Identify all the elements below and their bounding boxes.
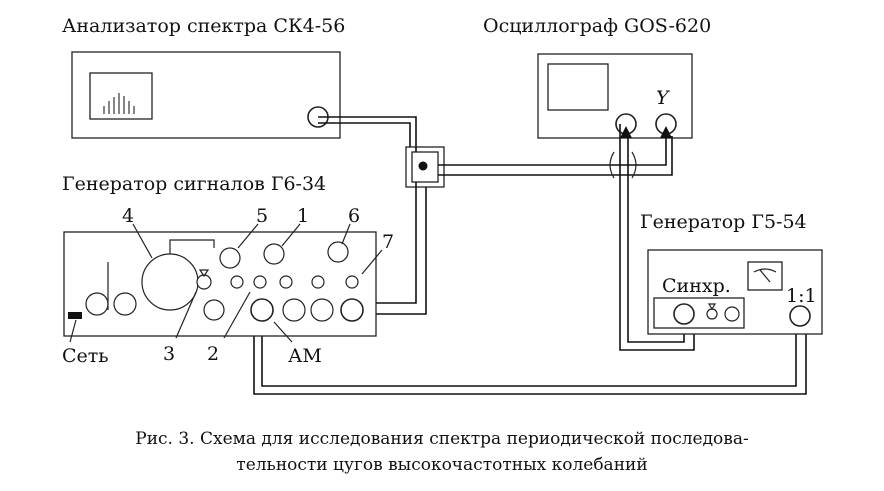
- leader-4: [132, 223, 153, 259]
- label-2: 2: [207, 343, 219, 365]
- analyzer-label: Анализатор спектра СК4-56: [62, 15, 345, 37]
- leader-am: [273, 321, 293, 343]
- label-4: 4: [122, 205, 134, 227]
- arrow-osc-y: [660, 126, 672, 138]
- g5-meter-needle: [759, 269, 771, 283]
- g6-jack-c[interactable]: [310, 298, 334, 322]
- cable-t-to-osc-y: [438, 134, 667, 166]
- leader-5: [237, 223, 259, 249]
- g5-label: Генератор Г5-54: [640, 211, 807, 233]
- label-5: 5: [256, 205, 268, 227]
- g6-label: Генератор сигналов Г6-34: [62, 173, 326, 195]
- cable-analyzer-to-t: [318, 116, 417, 152]
- g6-dial-bracket: [169, 239, 215, 254]
- g6-knob-a[interactable]: [85, 292, 109, 316]
- arrow-osc-ext: [620, 126, 632, 138]
- g5-sync-jack[interactable]: [673, 303, 695, 325]
- am-label: АМ: [288, 345, 322, 367]
- g6-toggle[interactable]: [196, 274, 212, 290]
- g5-output-jack[interactable]: [789, 305, 811, 327]
- g6-main-dial[interactable]: [141, 253, 199, 311]
- leader-1: [281, 223, 301, 247]
- g6-output-jack[interactable]: [340, 298, 364, 322]
- g6-knob-1[interactable]: [263, 243, 285, 265]
- label-1: 1: [297, 205, 309, 227]
- cable-g5-to-am-shield: [253, 315, 807, 395]
- g5-toggle-lever: [707, 303, 717, 311]
- g6-jack-b[interactable]: [282, 298, 306, 322]
- oscilloscope-label: Осциллограф GOS-620: [483, 15, 711, 37]
- cable-cross-left: [609, 151, 615, 179]
- generator-g6-34: Генератор сигналов Г6-34 Сеть 4 5 1 6 7: [62, 173, 394, 367]
- cable-osc-ext-to-sync: [619, 124, 695, 351]
- g6-knob-b[interactable]: [113, 292, 137, 316]
- cable-g5-to-am: [261, 315, 797, 387]
- caption-line-2: тельности цугов высокочастотных колебани…: [236, 455, 647, 475]
- oscilloscope-y-label: Y: [656, 87, 671, 109]
- generator-g5-54: Генератор Г5-54 Синхр. 1:1: [640, 211, 823, 335]
- g6-small-knob-1[interactable]: [230, 275, 244, 289]
- sync-label: Синхр.: [662, 275, 731, 297]
- oscilloscope: Y Осциллограф GOS-620: [483, 15, 711, 139]
- g6-am-jack[interactable]: [250, 298, 274, 322]
- g5-toggle[interactable]: [706, 308, 718, 320]
- leader-7: [361, 249, 383, 275]
- label-6: 6: [348, 205, 360, 227]
- analyzer-spectrum-lines: [103, 93, 135, 114]
- leader-6: [341, 223, 351, 245]
- caption-line-1: Рис. 3. Схема для исследования спектра п…: [135, 429, 748, 449]
- t-connector-node: [418, 161, 428, 171]
- cable-t-to-osc-y-shield: [438, 136, 673, 176]
- analyzer-screen: [89, 72, 153, 120]
- g5-small-knob[interactable]: [724, 306, 740, 322]
- g6-small-knob-5[interactable]: [345, 275, 359, 289]
- ratio-label: 1:1: [786, 285, 817, 307]
- g6-small-knob-2[interactable]: [253, 275, 267, 289]
- spectrum-analyzer: Анализатор спектра СК4-56: [62, 15, 345, 139]
- g6-jack-a[interactable]: [203, 299, 225, 321]
- g6-knob-6[interactable]: [327, 241, 349, 263]
- g6-toggle-lever: [198, 269, 210, 278]
- leader-2: [223, 291, 251, 339]
- cable-cross-right: [631, 151, 637, 179]
- oscilloscope-screen: [547, 63, 609, 111]
- t-connector: [405, 146, 445, 188]
- label-3: 3: [163, 343, 175, 365]
- g6-knob-5[interactable]: [219, 247, 241, 269]
- mains-leader: [69, 319, 77, 343]
- g5-meter-scale: [753, 268, 777, 273]
- mains-switch[interactable]: [68, 312, 82, 319]
- cable-analyzer-to-t-shield: [318, 122, 411, 147]
- cable-t-to-g6-out-shield: [358, 187, 427, 315]
- leader-3: [175, 291, 197, 339]
- g6-small-knob-4[interactable]: [311, 275, 325, 289]
- label-7: 7: [382, 231, 394, 253]
- mains-label: Сеть: [62, 345, 109, 367]
- g6-small-knob-3[interactable]: [279, 275, 293, 289]
